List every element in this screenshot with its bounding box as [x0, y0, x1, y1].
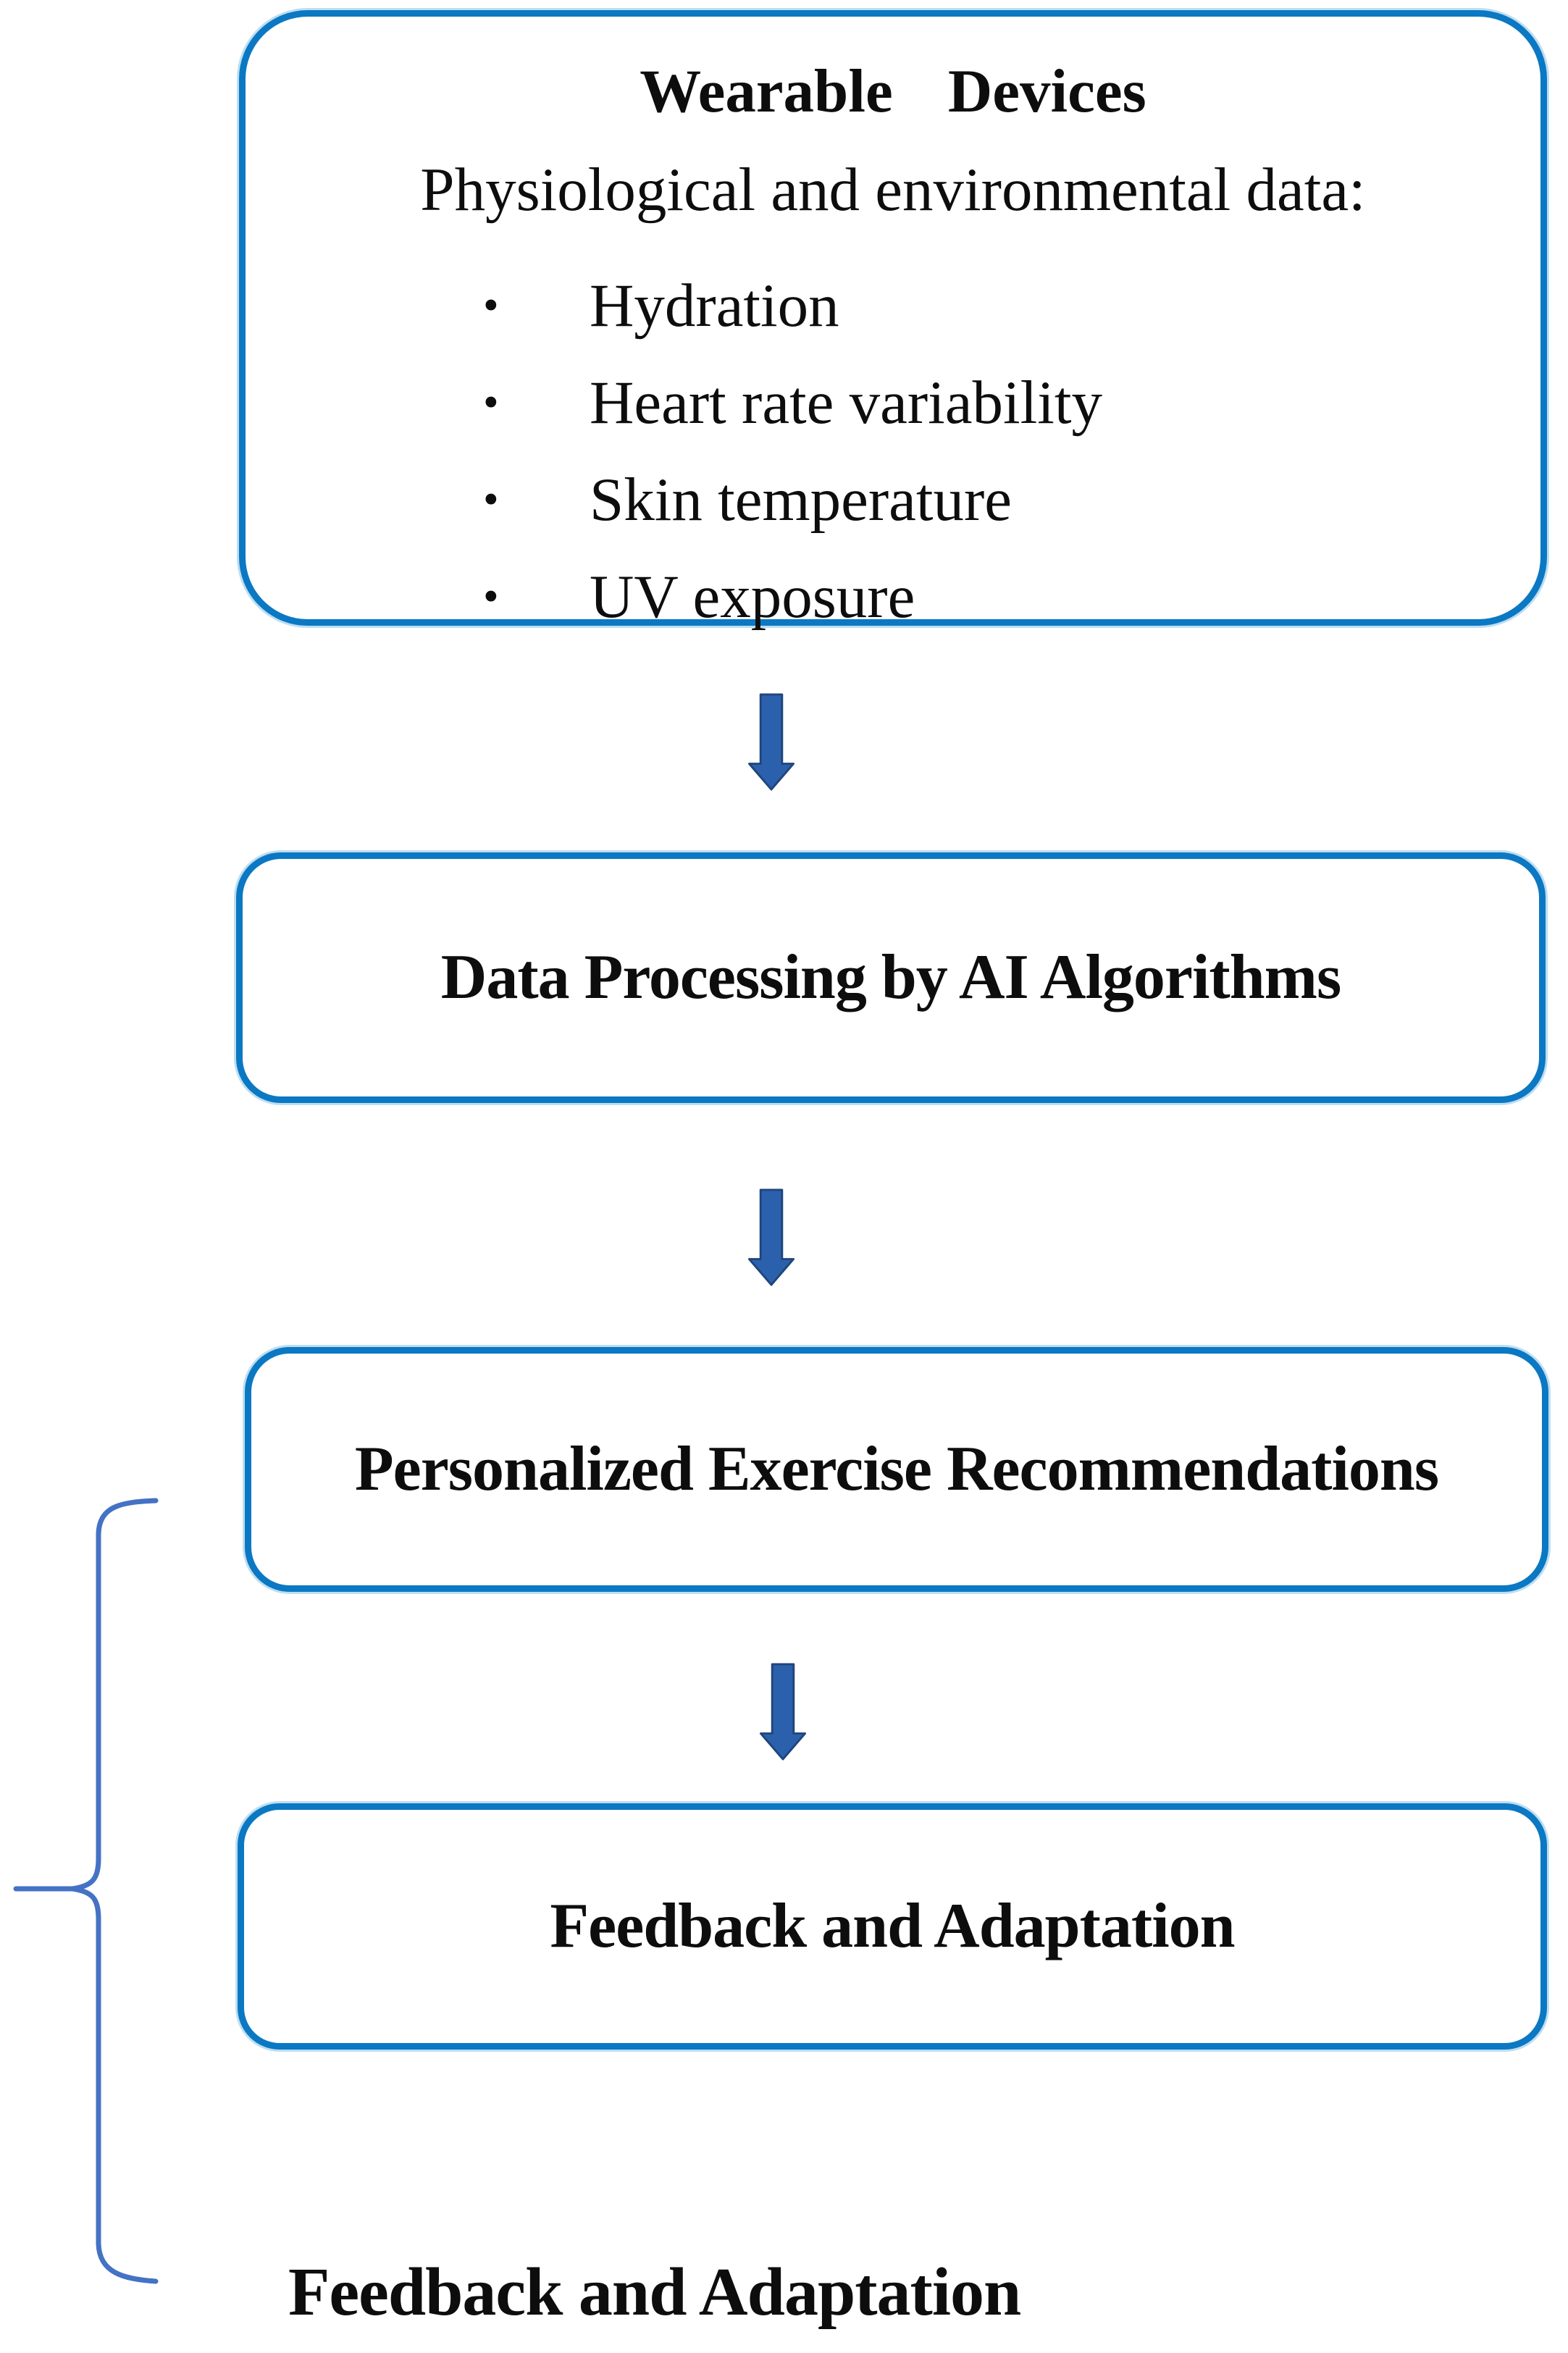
- list-item: • Skin temperature: [483, 451, 1512, 548]
- list-item-label: Heart rate variability: [590, 368, 1102, 437]
- wearable-box-title: Wearable Devices: [640, 57, 1146, 125]
- list-item-label: Hydration: [590, 271, 839, 340]
- down-arrow-shape: [747, 693, 795, 791]
- down-arrow-icon: [759, 1663, 807, 1761]
- list-item: • UV exposure: [483, 548, 1512, 645]
- down-arrow-shape: [747, 1188, 795, 1286]
- wearable-devices-box: Wearable Devices Physiological and envir…: [239, 10, 1547, 627]
- feedback-adaptation-box: Feedback and Adaptation: [238, 1803, 1547, 2050]
- box-label: Feedback and Adaptation: [550, 1891, 1235, 1961]
- bullet-icon: •: [483, 475, 499, 524]
- box-label: Personalized Exercise Recommendations: [354, 1434, 1439, 1504]
- bullet-icon: •: [483, 572, 499, 621]
- list-item: • Heart rate variability: [483, 354, 1512, 451]
- list-item-label: Skin temperature: [590, 465, 1013, 534]
- personalized-exercise-box: Personalized Exercise Recommendations: [245, 1347, 1548, 1592]
- list-item: • Hydration: [483, 257, 1512, 354]
- bullet-icon: •: [483, 281, 499, 330]
- curly-brace-path: [72, 1498, 159, 2284]
- down-arrow-shape: [759, 1663, 807, 1761]
- sensor-data-list: • Hydration • Heart rate variability • S…: [483, 257, 1512, 645]
- down-arrow-icon: [747, 1188, 795, 1286]
- box-label: Data Processing by AI Algorithms: [440, 942, 1341, 1012]
- bottom-caption: Feedback and Adaptation: [288, 2255, 1021, 2330]
- down-arrow-icon: [747, 693, 795, 791]
- data-processing-box: Data Processing by AI Algorithms: [236, 852, 1546, 1103]
- bullet-icon: •: [483, 378, 499, 427]
- list-item-label: UV exposure: [590, 562, 915, 631]
- wearable-box-subtitle: Physiological and environmental data:: [420, 156, 1366, 224]
